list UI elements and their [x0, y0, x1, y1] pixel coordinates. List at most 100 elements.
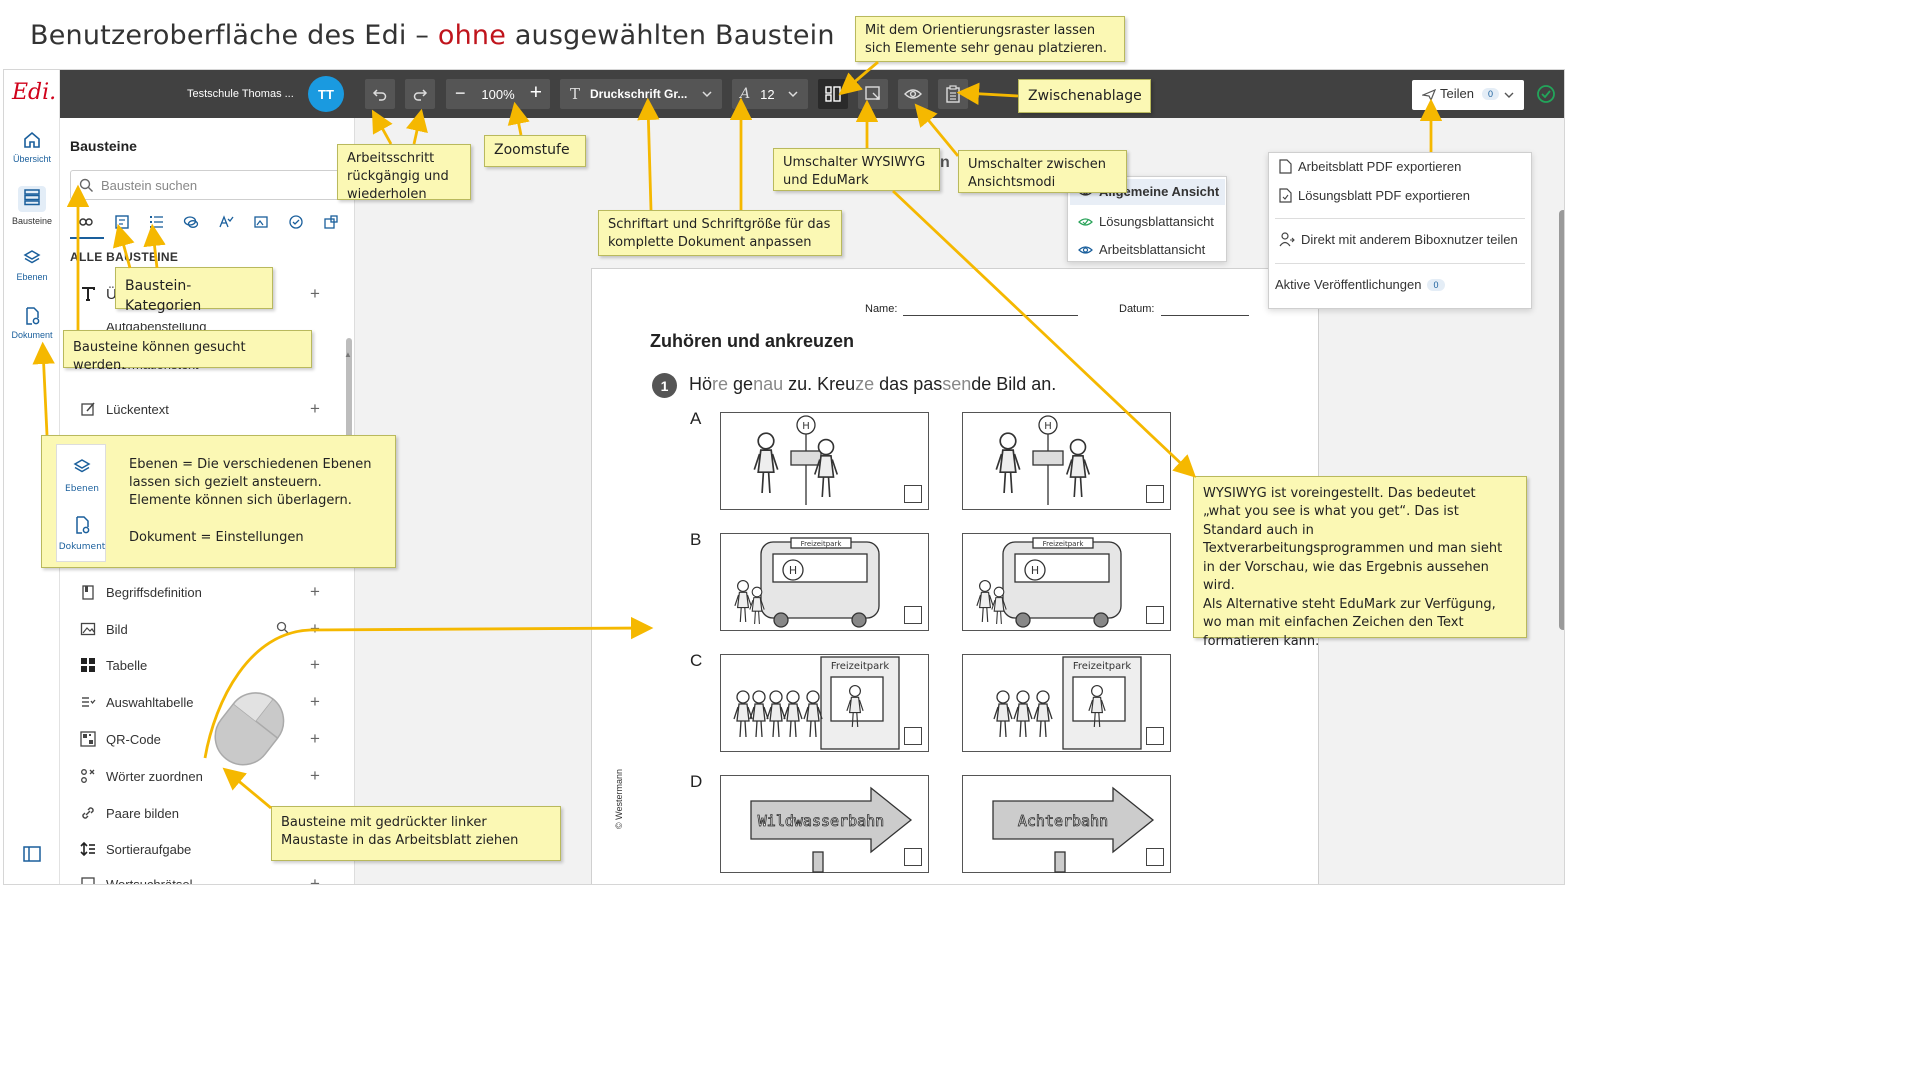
pairs-icon — [80, 805, 98, 823]
view-mode-solution[interactable]: Lösungsblattansicht — [1078, 214, 1214, 229]
name-label: Name: — [865, 303, 898, 315]
view-mode-button[interactable] — [898, 79, 928, 109]
image-check-icon[interactable] — [253, 214, 269, 230]
task-number-badge: 1 — [652, 373, 677, 398]
block-item[interactable]: Tabelle + — [80, 655, 325, 679]
wysiwyg-toggle-button[interactable] — [858, 79, 888, 109]
chevron-down-icon — [702, 91, 712, 98]
block-item[interactable]: Begriffsdefinition+ — [80, 582, 325, 606]
menu-divider — [1275, 218, 1525, 219]
syllable: das pas — [874, 374, 943, 394]
link-icon[interactable] — [78, 214, 94, 230]
view-mode-worksheet[interactable]: Arbeitsblattansicht — [1078, 242, 1205, 257]
sidebar-toggle-button[interactable] — [22, 845, 42, 868]
menu-divider — [1275, 263, 1525, 264]
zoom-control: − 100% + — [446, 79, 550, 109]
row-label: C — [690, 651, 703, 670]
add-block-button[interactable]: + — [310, 619, 320, 638]
answer-checkbox[interactable] — [904, 485, 922, 503]
rail-item-uebersicht[interactable]: Übersicht — [4, 130, 60, 164]
chat-icon[interactable] — [183, 214, 199, 230]
block-label: Tabelle — [106, 658, 148, 673]
rail-label: Bausteine — [11, 216, 53, 226]
add-block-button[interactable]: + — [310, 692, 320, 711]
illustration: H — [753, 415, 839, 505]
undo-button[interactable] — [365, 79, 395, 109]
active-publications[interactable]: Aktive Veröffentlichungen 0 — [1275, 277, 1445, 292]
chevron-down-icon — [1504, 92, 1514, 98]
answer-checkbox[interactable] — [1146, 606, 1164, 624]
zoom-in-button[interactable]: + — [529, 81, 542, 104]
slide-title: Benutzeroberfläche des Edi – ohne ausgew… — [30, 20, 835, 51]
rail-item-ebenen[interactable]: Ebenen — [4, 248, 60, 282]
undo-icon — [372, 89, 387, 101]
dokument-text: Dokument = Einstellungen — [129, 530, 304, 545]
puzzle-icon[interactable] — [323, 214, 339, 230]
font-size-select[interactable]: A 12 — [732, 79, 808, 109]
active-category-indicator — [70, 237, 104, 239]
add-block-button[interactable]: + — [310, 399, 320, 418]
block-item[interactable]: Lückentext + — [80, 399, 325, 423]
block-item[interactable]: Wortsuchrätsel+ — [80, 874, 325, 885]
scroll-up-icon[interactable]: ▲ — [344, 350, 352, 359]
list-icon[interactable] — [149, 214, 165, 230]
text-card-icon[interactable] — [114, 214, 130, 230]
block-search — [70, 170, 350, 200]
font-family-select[interactable]: T Druckschrift Gr... — [560, 79, 722, 109]
svg-text:Freizeitpark: Freizeitpark — [1073, 661, 1132, 672]
redo-button[interactable] — [405, 79, 435, 109]
add-block-button[interactable]: + — [310, 766, 320, 785]
send-icon — [1422, 89, 1436, 101]
answer-checkbox[interactable] — [1146, 727, 1164, 745]
search-icon[interactable] — [276, 621, 290, 638]
block-item[interactable]: Aufgabenstellung — [80, 323, 325, 331]
answer-checkbox[interactable] — [904, 606, 922, 624]
callout-kategorien: Baustein-Kategorien — [115, 267, 273, 314]
row-label: B — [690, 530, 702, 549]
share-with-user[interactable]: Direkt mit anderem Biboxnutzer teilen — [1279, 232, 1518, 247]
grid-icon — [825, 86, 841, 102]
eye-icon — [1078, 245, 1093, 254]
block-label: QR-Code — [106, 732, 161, 747]
copyright-note: © Westermann — [614, 769, 624, 829]
add-block-button[interactable]: + — [310, 874, 320, 885]
export-solution-pdf[interactable]: Lösungsblatt PDF exportieren — [1279, 188, 1470, 203]
block-item[interactable]: Bild + — [80, 619, 325, 643]
add-block-button[interactable]: + — [310, 582, 320, 601]
svg-text:H: H — [802, 421, 810, 432]
font-check-icon[interactable] — [218, 214, 234, 230]
answer-checkbox[interactable] — [1146, 848, 1164, 866]
callout-zwischenablage: Zwischenablage — [1018, 79, 1151, 113]
zoom-out-button[interactable]: − — [455, 83, 466, 103]
block-label: Bild — [106, 622, 128, 637]
eye-check-icon — [1078, 217, 1093, 226]
export-worksheet-pdf[interactable]: Arbeitsblatt PDF exportieren — [1279, 159, 1461, 174]
panel-scrollbar[interactable] — [346, 338, 352, 498]
document-settings-icon — [76, 516, 90, 534]
add-block-button[interactable]: + — [310, 655, 320, 674]
wysiwyg-text: WYSIWYG ist voreingestellt. Das bedeutet… — [1203, 486, 1503, 594]
check-circle-icon[interactable] — [288, 214, 304, 230]
answer-checkbox[interactable] — [1146, 485, 1164, 503]
block-item[interactable]: Wörter zuordnen+ — [80, 766, 325, 790]
avatar[interactable]: TT — [308, 76, 344, 112]
layers-icon — [23, 250, 41, 264]
grid-toggle-button[interactable] — [818, 79, 848, 109]
svg-text:Freizeitpark: Freizeitpark — [1043, 540, 1085, 548]
callout-arbeitsschritt: Arbeitsschritt rückgängig und wiederhole… — [337, 144, 471, 202]
canvas-scrollbar[interactable] — [1559, 210, 1564, 630]
add-block-button[interactable]: + — [310, 284, 320, 303]
answer-checkbox[interactable] — [904, 848, 922, 866]
clipboard-button[interactable] — [938, 79, 968, 109]
answer-checkbox[interactable] — [904, 727, 922, 745]
share-button[interactable]: Teilen 0 — [1412, 80, 1524, 110]
rail-item-dokument[interactable]: Dokument — [4, 306, 60, 340]
add-block-button[interactable]: + — [310, 729, 320, 748]
file-icon — [1279, 159, 1292, 174]
font-family-value: Druckschrift Gr... — [590, 87, 688, 101]
file-check-icon — [1279, 188, 1292, 203]
rail-item-bausteine[interactable]: Bausteine — [4, 186, 60, 226]
block-label: Lückentext — [106, 402, 169, 417]
search-input[interactable] — [101, 176, 341, 194]
